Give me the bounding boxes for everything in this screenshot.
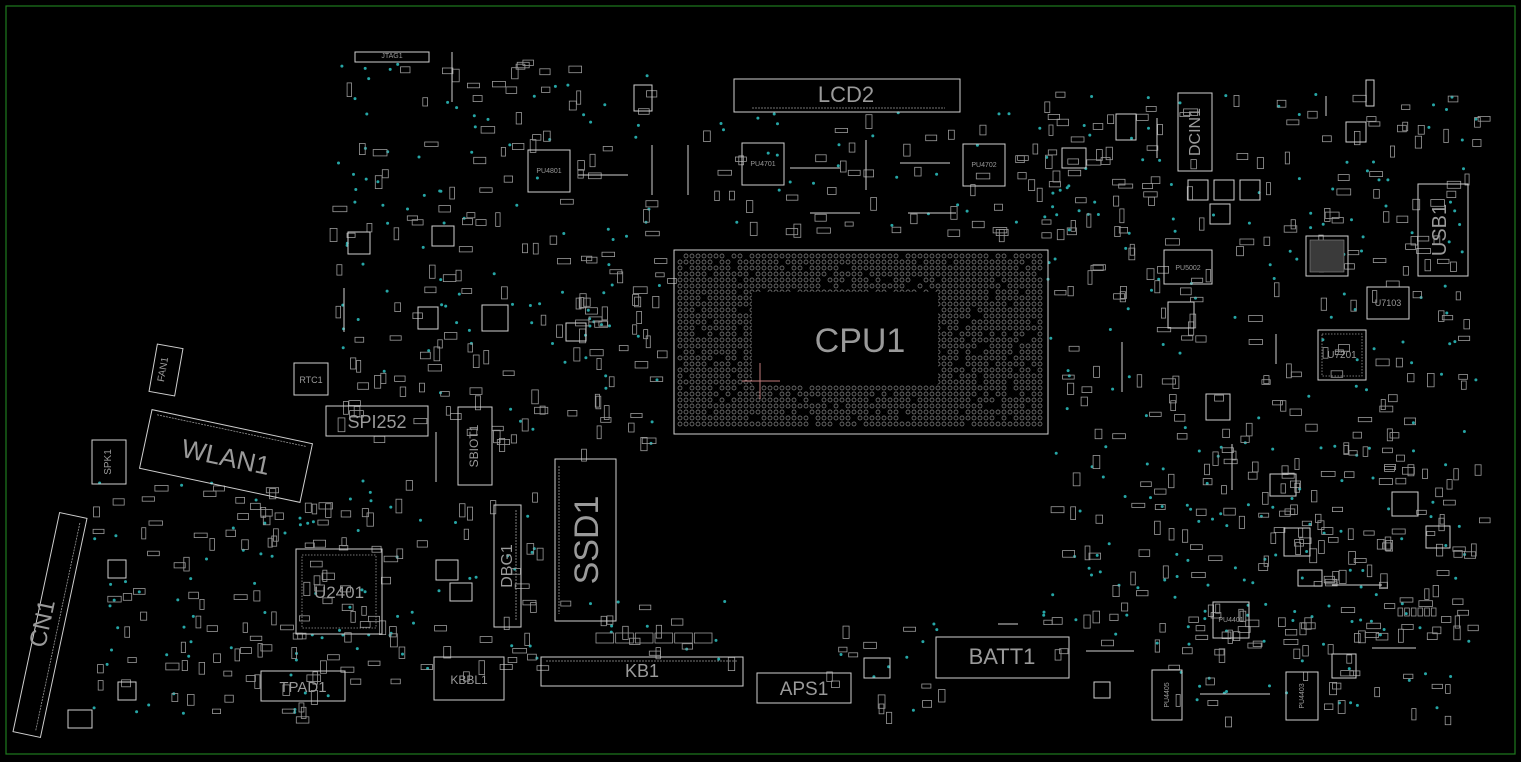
- spi252-socket[interactable]: SPI252: [325, 405, 429, 437]
- wlan1-connector[interactable]: WLAN1: [138, 409, 314, 503]
- rtc1-label: RTC1: [299, 375, 322, 385]
- pu4801-label: PU4801: [536, 168, 561, 175]
- batt1-connector[interactable]: BATT1: [935, 636, 1070, 679]
- kbbl1-label: KBBL1: [450, 673, 488, 687]
- u2401-label: U2401: [314, 583, 364, 602]
- pu4801-chip[interactable]: PU4801: [527, 149, 571, 193]
- aps1-connector[interactable]: APS1: [756, 672, 852, 704]
- passive-components-layer: [92, 59, 1491, 728]
- board-outline: [5, 5, 1516, 755]
- rtc1-battery[interactable]: RTC1: [293, 362, 329, 396]
- u7103-chip[interactable]: U7103: [1366, 286, 1410, 320]
- sbiot1-slot[interactable]: SBIOT1: [457, 406, 493, 486]
- u7201-chip[interactable]: U7201: [1317, 329, 1367, 381]
- pu4702-chip[interactable]: PU4702: [962, 143, 1006, 187]
- usb-controller-bga[interactable]: [1305, 235, 1349, 277]
- tpad1-label: TPAD1: [279, 679, 326, 696]
- pu4701-chip[interactable]: PU4701: [741, 142, 785, 186]
- dbg1-connector[interactable]: DBG1: [493, 504, 522, 628]
- cursor-crosshair-icon: [742, 363, 780, 399]
- kbbl1-connector[interactable]: KBBL1: [433, 656, 505, 701]
- pu4403-label: PU4403: [1299, 683, 1306, 708]
- pu4401-label: PU4401: [1218, 617, 1243, 624]
- kb1-connector[interactable]: KB1: [540, 656, 744, 687]
- kb1-label: KB1: [625, 661, 659, 681]
- dbg1-label: DBG1: [499, 544, 516, 588]
- ssd1-label: SSD1: [568, 496, 606, 585]
- spk1-label: SPK1: [103, 449, 114, 475]
- usb1-label: USB1: [1429, 204, 1451, 256]
- misc-outline-parts: [67, 52, 1451, 729]
- aps1-label: APS1: [780, 679, 829, 700]
- fan1-connector[interactable]: FAN1: [148, 343, 184, 397]
- u7201-label: U7201: [1327, 350, 1357, 361]
- cpu1-component[interactable]: CPU1: [673, 249, 1049, 435]
- wlan1-label: WLAN1: [179, 433, 273, 481]
- spi252-label: SPI252: [347, 412, 406, 432]
- fan1-label: FAN1: [156, 356, 171, 383]
- u7103-label: U7103: [1375, 298, 1402, 308]
- pu4405-label: PU4405: [1164, 682, 1171, 707]
- cpu1-ball-array: [677, 253, 1043, 427]
- ssd1-connector[interactable]: SSD1: [554, 458, 617, 622]
- pu5002-chip[interactable]: PU5002: [1163, 249, 1213, 285]
- usb1-connector[interactable]: USB1: [1417, 183, 1469, 277]
- pu4405-chip[interactable]: PU4405: [1151, 669, 1183, 721]
- pu4702-label: PU4702: [971, 162, 996, 169]
- spk1-connector[interactable]: SPK1: [91, 439, 127, 485]
- cpu1-label: CPU1: [815, 322, 906, 360]
- pu4401-chip[interactable]: PU4401: [1212, 601, 1250, 639]
- cn1-connector[interactable]: CN1: [6, 511, 88, 739]
- dcin1-label: DCIN1: [1187, 108, 1204, 156]
- u2401-chip[interactable]: U2401: [295, 548, 383, 635]
- lcd2-label: LCD2: [818, 82, 874, 107]
- lcd2-connector[interactable]: LCD2: [733, 78, 961, 113]
- via-layer: [92, 62, 1478, 715]
- jtag1-connector[interactable]: JTAG1: [354, 51, 430, 63]
- pu4403-chip[interactable]: PU4403: [1285, 671, 1319, 721]
- sbiot1-label: SBIOT1: [467, 424, 481, 467]
- dcin1-connector[interactable]: DCIN1: [1177, 92, 1213, 172]
- tpad1-connector[interactable]: TPAD1: [260, 670, 346, 702]
- cn1-label: CN1: [24, 597, 60, 650]
- pu5002-label: PU5002: [1175, 265, 1200, 272]
- batt1-label: BATT1: [969, 644, 1036, 669]
- jtag1-label: JTAG1: [381, 53, 402, 60]
- pu4701-label: PU4701: [750, 161, 775, 168]
